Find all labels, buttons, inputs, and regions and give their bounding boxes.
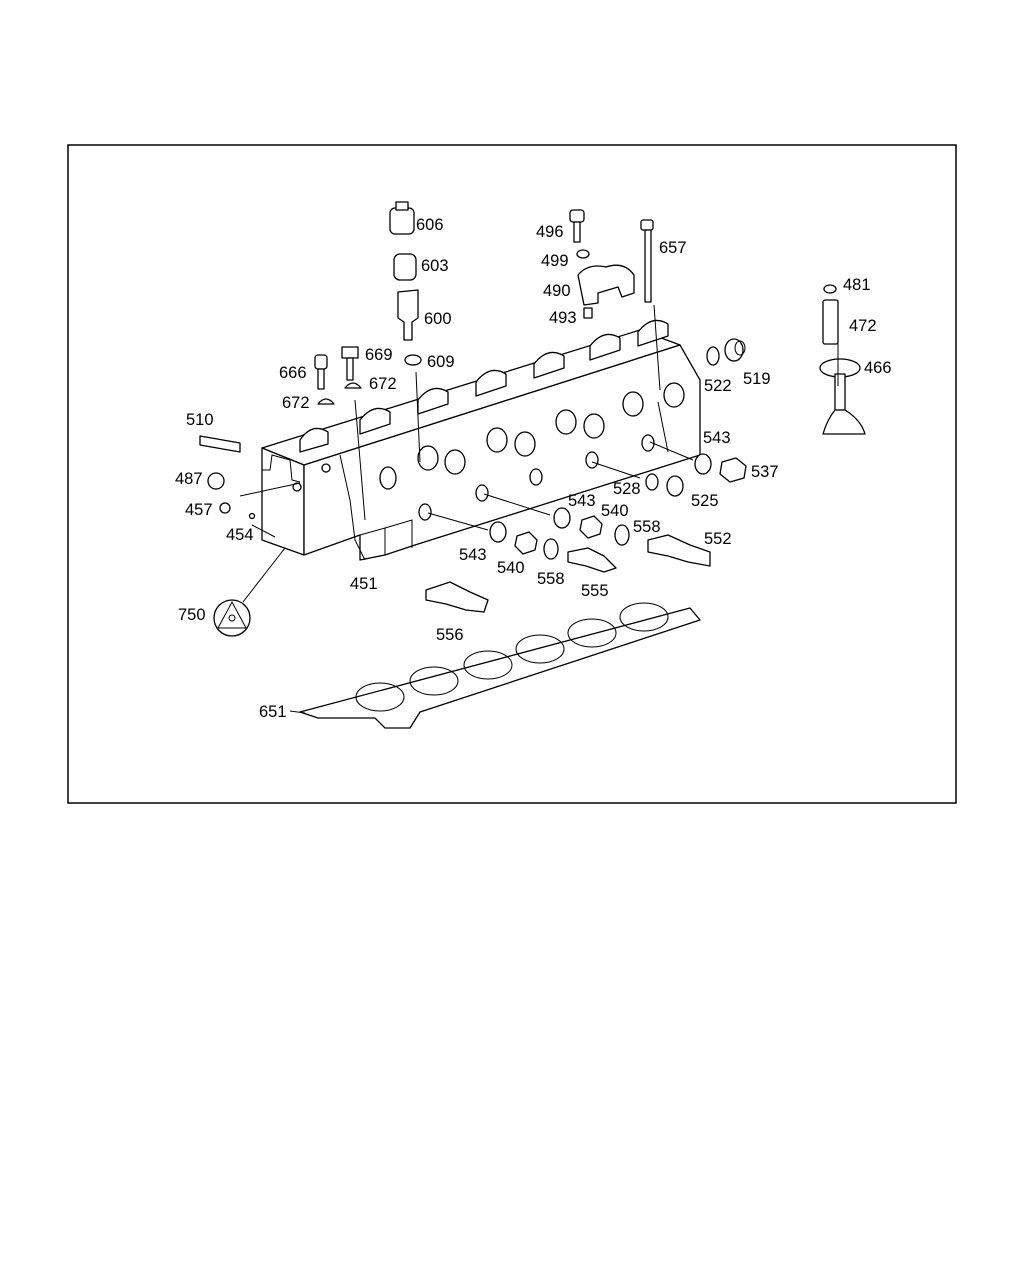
small-bolts [314, 346, 362, 405]
label-496: 496 [536, 223, 564, 241]
cam-bearing-cap-set [569, 209, 635, 319]
label-493: 493 [549, 309, 577, 327]
label-499: 499 [541, 252, 569, 270]
label-651: 651 [259, 703, 287, 721]
diagram-frame [67, 144, 957, 804]
label-472: 472 [849, 317, 877, 335]
label-522: 522 [704, 377, 732, 395]
plug-and-seal [706, 338, 746, 366]
seals-and-plugs [489, 453, 747, 560]
pressure-valve-stack [389, 201, 422, 366]
label-750: 750 [178, 606, 206, 624]
label-543-middle: 543 [568, 492, 596, 510]
label-609: 609 [427, 353, 455, 371]
label-454: 454 [226, 526, 254, 544]
label-487: 487 [175, 470, 203, 488]
label-540-lower: 540 [497, 559, 525, 577]
label-556: 556 [436, 626, 464, 644]
label-540-upper: 540 [601, 502, 629, 520]
label-672-left: 672 [282, 394, 310, 412]
label-490: 490 [543, 282, 571, 300]
label-451: 451 [350, 575, 378, 593]
label-558-lower: 558 [537, 570, 565, 588]
label-606: 606 [416, 216, 444, 234]
label-543-left: 543 [459, 546, 487, 564]
label-672-right: 672 [369, 375, 397, 393]
label-457: 457 [185, 501, 213, 519]
label-603: 603 [421, 257, 449, 275]
head-bolt [640, 219, 654, 303]
label-466: 466 [864, 359, 892, 377]
end-components [199, 435, 256, 520]
label-543-right: 543 [703, 429, 731, 447]
cover-plate [213, 599, 251, 637]
valve-assembly [819, 284, 866, 435]
callout-labels: 606 603 600 609 496 499 490 493 657 666 … [175, 216, 892, 721]
label-552: 552 [704, 530, 732, 548]
label-657: 657 [659, 239, 687, 257]
label-519: 519 [743, 370, 771, 388]
label-528: 528 [613, 480, 641, 498]
label-525: 525 [691, 492, 719, 510]
label-600: 600 [424, 310, 452, 328]
cylinder-head [261, 319, 701, 561]
sensors [425, 534, 711, 613]
label-558-upper: 558 [633, 518, 661, 536]
label-481: 481 [843, 276, 871, 294]
label-537: 537 [751, 463, 779, 481]
label-669: 669 [365, 346, 393, 364]
head-gasket [299, 602, 701, 729]
label-510: 510 [186, 411, 214, 429]
label-666: 666 [279, 364, 307, 382]
leader-lines [239, 300, 839, 714]
label-555: 555 [581, 582, 609, 600]
